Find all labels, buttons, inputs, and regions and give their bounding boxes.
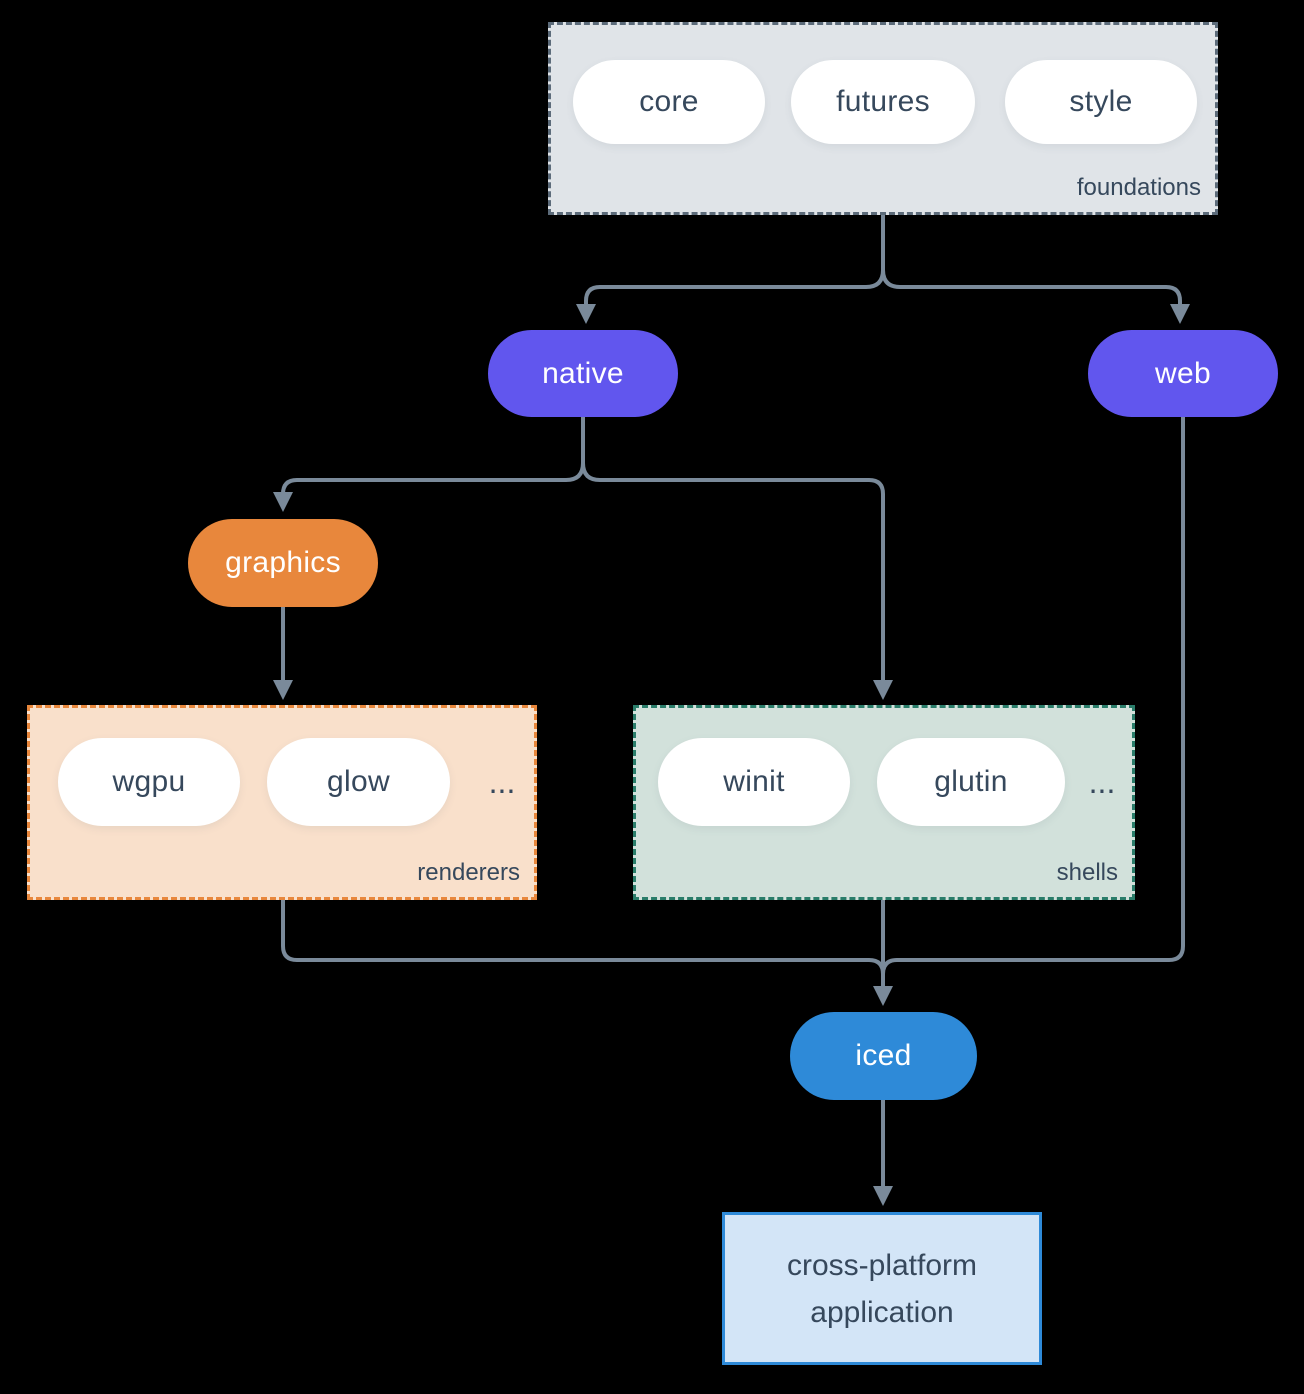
node-futures-label: futures	[836, 85, 930, 118]
node-glutin-label: glutin	[934, 765, 1008, 798]
renderers-group-label: renderers	[417, 859, 520, 886]
node-native-label: native	[542, 356, 624, 390]
node-glow: glow	[267, 738, 450, 826]
node-winit: winit	[658, 738, 850, 826]
shells-ellipsis: ...	[1088, 763, 1116, 800]
node-iced-label: iced	[855, 1039, 912, 1072]
node-futures: futures	[791, 60, 975, 144]
application-label-line2: application	[810, 1295, 954, 1329]
application-label-line1: cross-platform	[786, 1248, 978, 1282]
line-renderers-to-merge	[281, 900, 885, 975]
node-core: core	[573, 60, 765, 144]
node-graphics: graphics	[188, 519, 378, 607]
cross-platform-application-box: cross-platform application	[722, 1212, 1042, 1365]
node-style-label: style	[1069, 85, 1133, 118]
renderers-group: wgpu glow ... renderers	[27, 705, 537, 900]
node-wgpu-label: wgpu	[112, 765, 186, 798]
shells-group-label: shells	[1056, 859, 1118, 886]
node-native: native	[488, 330, 678, 417]
node-style: style	[1005, 60, 1197, 144]
node-web-label: web	[1155, 356, 1211, 390]
node-glutin: glutin	[877, 738, 1065, 826]
arrow-native-to-shells	[581, 417, 893, 700]
foundations-group: core futures style foundations	[548, 22, 1218, 215]
arrow-foundations-to-native	[576, 215, 885, 324]
foundations-group-label: foundations	[1076, 174, 1201, 201]
node-winit-label: winit	[723, 765, 785, 798]
arrow-foundations-to-web	[881, 215, 1190, 324]
node-graphics-label: graphics	[225, 546, 341, 579]
node-core-label: core	[639, 85, 699, 118]
node-iced: iced	[790, 1012, 977, 1100]
renderers-ellipsis: ...	[488, 763, 516, 800]
arrow-native-to-graphics	[273, 417, 585, 512]
shells-group: winit glutin ... shells	[633, 705, 1135, 900]
node-glow-label: glow	[327, 765, 390, 798]
node-web: web	[1088, 330, 1278, 417]
node-wgpu: wgpu	[58, 738, 240, 826]
